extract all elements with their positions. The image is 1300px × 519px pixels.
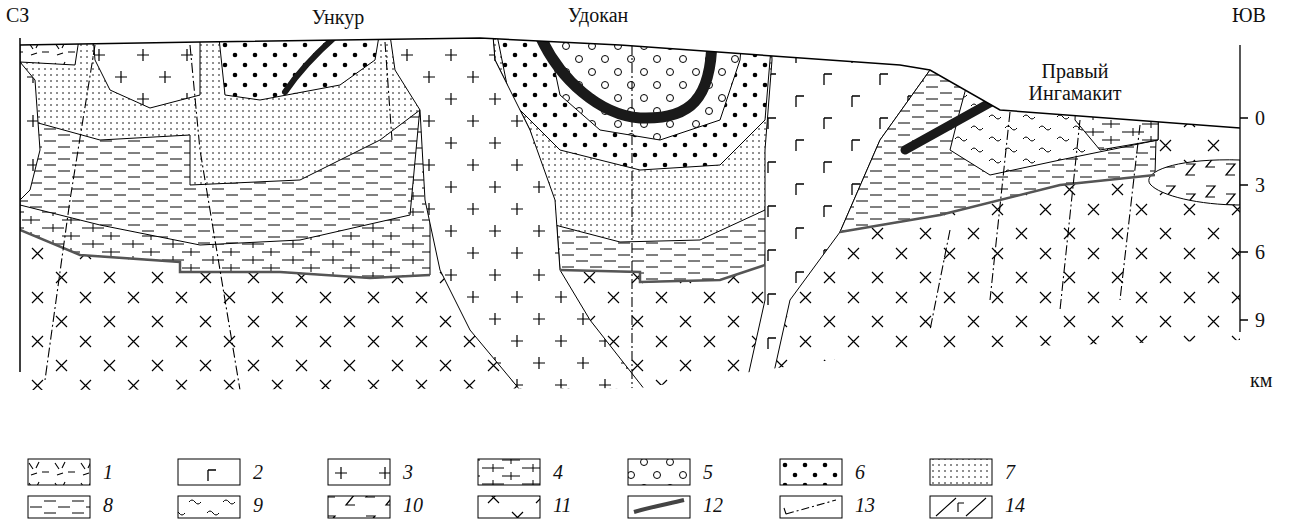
right-block xyxy=(840,0,1160,232)
legend-number: 3 xyxy=(403,460,413,484)
legend-swatch xyxy=(930,459,992,485)
lens-unit xyxy=(1149,160,1240,205)
direction-label: ЮВ xyxy=(1232,4,1292,26)
fault-sample xyxy=(784,500,836,514)
legend-number: 6 xyxy=(855,460,865,484)
legend-number: 14 xyxy=(1005,493,1025,517)
ore-body xyxy=(905,100,995,150)
fault-line xyxy=(930,230,950,330)
basement-contact xyxy=(840,175,1155,232)
fault-line xyxy=(385,42,392,140)
legend-swatch xyxy=(478,459,540,485)
left-basin xyxy=(20,0,430,185)
left-basin xyxy=(90,0,200,108)
fault-line xyxy=(990,112,1010,300)
depth-tick: 3 xyxy=(1255,174,1285,196)
legend-number: 13 xyxy=(855,493,875,517)
depth-tick: 0 xyxy=(1255,107,1285,129)
fault-line xyxy=(1120,125,1140,300)
fault-line xyxy=(190,45,240,390)
legend-number: 7 xyxy=(1005,460,1015,484)
legend-swatch xyxy=(930,496,992,518)
rock-units xyxy=(0,0,1300,400)
legend-swatch xyxy=(478,496,540,518)
basement-contact xyxy=(560,265,765,282)
central-syncline xyxy=(540,0,745,140)
ore-body xyxy=(540,36,712,118)
ore-body xyxy=(285,36,336,92)
depth-unit: км xyxy=(1250,369,1290,391)
legend-number: 9 xyxy=(253,493,263,517)
depth-tick: 6 xyxy=(1255,241,1285,263)
fault-line xyxy=(1060,120,1080,310)
legend-number: 2 xyxy=(253,460,263,484)
ore-sample xyxy=(634,500,684,512)
legend-swatch xyxy=(328,459,390,485)
deposit-name: Удокан xyxy=(543,4,653,26)
basement-unit xyxy=(0,0,1300,400)
legend-number: 1 xyxy=(103,460,113,484)
granite-body xyxy=(385,0,645,390)
legend-swatch xyxy=(628,496,690,518)
right-block xyxy=(840,0,1160,232)
fault-line xyxy=(45,45,95,380)
legend-swatch xyxy=(178,459,240,485)
legend-number: 10 xyxy=(403,493,423,517)
legend-swatch xyxy=(628,459,690,485)
surface-line xyxy=(20,38,1240,128)
legend-number: 11 xyxy=(553,493,572,517)
legend-samples xyxy=(28,459,992,518)
dike-sample xyxy=(936,498,986,516)
basement-contact xyxy=(20,175,1155,282)
deposit-name: Правый Ингамакит xyxy=(1005,60,1145,104)
basement-contact xyxy=(20,230,430,278)
ore-body xyxy=(285,36,995,150)
legend-number: 4 xyxy=(553,460,563,484)
left-basin xyxy=(20,0,85,65)
legend-swatch xyxy=(328,496,390,518)
legend-swatch xyxy=(780,459,842,485)
legend-number: 5 xyxy=(703,460,713,484)
legend-swatch xyxy=(28,496,90,518)
depth-scale xyxy=(1240,45,1248,332)
right-block xyxy=(950,0,1160,175)
legend-swatch xyxy=(780,496,842,518)
direction-label: СЗ xyxy=(6,4,66,26)
fault-line xyxy=(631,45,632,390)
legend-swatch xyxy=(28,459,90,485)
left-basin xyxy=(20,62,40,200)
depth-tick: 9 xyxy=(1255,309,1285,331)
left-basin xyxy=(20,0,430,245)
legend-swatch xyxy=(178,496,240,518)
legend-number: 8 xyxy=(103,493,113,517)
legend-number: 12 xyxy=(703,493,723,517)
deposit-name: Ункур xyxy=(288,6,388,28)
section-border xyxy=(19,38,21,372)
